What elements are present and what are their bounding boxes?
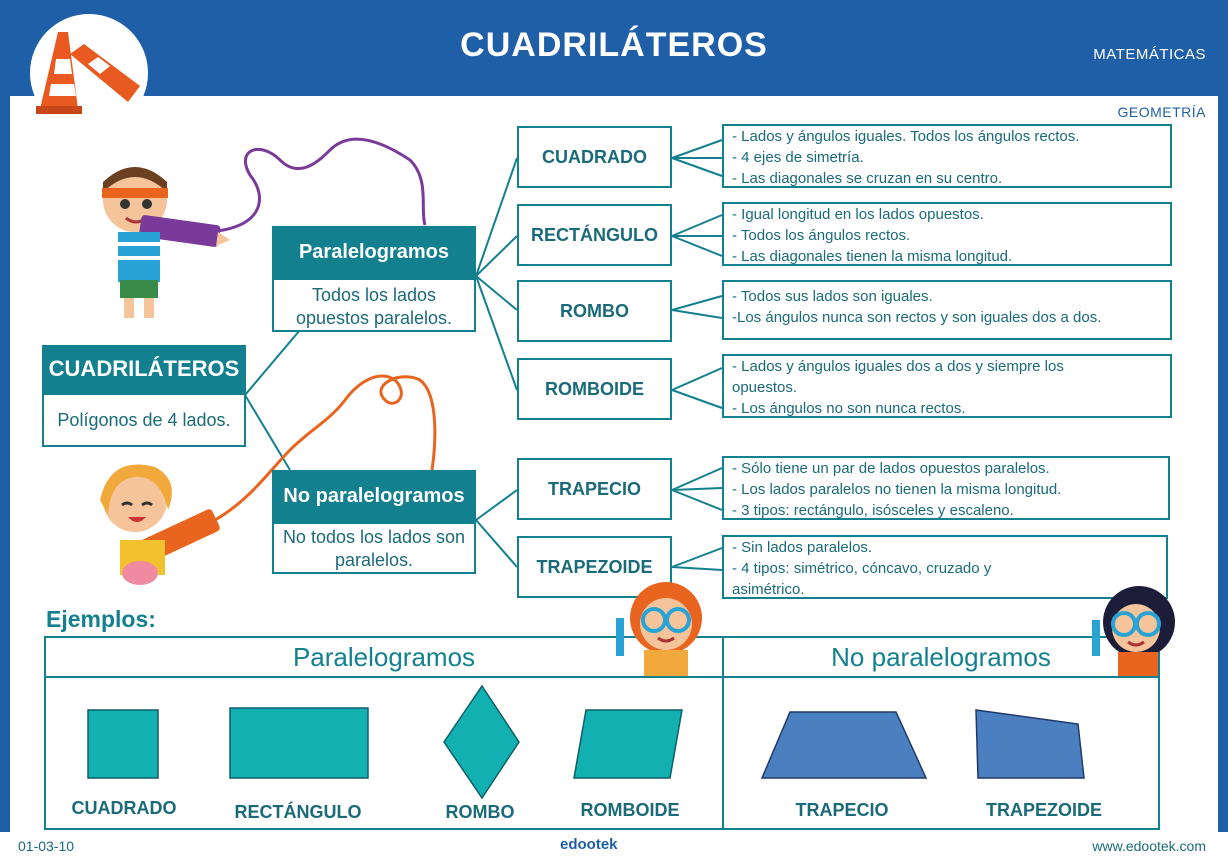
description-line: - Igual longitud en los lados opuestos. — [732, 206, 984, 223]
examples-heading: Ejemplos: — [46, 606, 156, 632]
label-trapezoide: TRAPEZOIDE — [985, 800, 1102, 820]
group-no-paralelogramos-title: No paralelogramos — [272, 470, 476, 522]
root-title: CUADRILÁTEROS — [42, 345, 246, 393]
label-cuadrado: CUADRADO — [71, 798, 177, 818]
shape-trapecio — [760, 711, 928, 779]
description-rombo: - Todos sus lados son iguales. -Los ángu… — [722, 280, 1172, 340]
shape-trapezoide — [975, 709, 1085, 779]
example-shapes — [87, 684, 1085, 800]
boy-with-pencil-illustration — [102, 167, 230, 318]
description-line: - Todos sus lados son iguales. — [732, 288, 933, 305]
type-rombo: ROMBO — [517, 280, 672, 342]
shape-romboide — [573, 709, 683, 779]
description-line: - Los lados paralelos no tienen la misma… — [732, 481, 1062, 498]
description-line: - Lados y ángulos iguales dos a dos y si… — [732, 358, 1064, 375]
type-rectangulo: RECTÁNGULO — [517, 204, 672, 266]
shape-rombo — [443, 684, 520, 800]
description-line: - Las diagonales tienen la misma longitu… — [732, 248, 1013, 265]
brand-logo: edootek — [560, 836, 618, 853]
label-rombo: ROMBO — [445, 802, 515, 822]
page-title: CUADRILÁTEROS — [460, 26, 768, 64]
description-trapecio: - Sólo tiene un par de lados opuestos pa… — [722, 456, 1170, 520]
girl-with-pencil-illustration — [100, 464, 220, 585]
group-paralelogramos-description: Todos los lados opuestos paralelos. — [272, 278, 476, 332]
description-line: - 4 ejes de simetría. — [732, 149, 864, 166]
logo-badge — [30, 14, 148, 132]
description-line: - Todos los ángulos rectos. — [732, 227, 911, 244]
topic-label: GEOMETRÍA — [1117, 104, 1206, 120]
description-line: asimétrico. — [732, 581, 805, 598]
description-line: opuestos. — [732, 379, 798, 396]
description-line: -Los ángulos nunca son rectos y son igua… — [732, 309, 1102, 326]
type-romboide: ROMBOIDE — [517, 358, 672, 420]
type-trapezoide: TRAPEZOIDE — [517, 536, 672, 598]
group-no-paralelogramos-description: No todos los lados son paralelos. — [272, 522, 476, 574]
description-cuadrado: - Lados y ángulos iguales. Todos los áng… — [722, 124, 1172, 188]
girl-with-glasses-illustration — [1092, 586, 1175, 676]
website-link[interactable]: www.edootek.com — [1092, 838, 1206, 854]
description-rectangulo: - Igual longitud en los lados opuestos. … — [722, 202, 1172, 266]
description-line: - Lados y ángulos iguales. Todos los áng… — [732, 128, 1080, 145]
label-romboide: ROMBOIDE — [580, 800, 680, 820]
description-line: - Las diagonales se cruzan en su centro. — [732, 170, 1003, 187]
description-romboide: - Lados y ángulos iguales dos a dos y si… — [722, 354, 1172, 418]
description-line: - 3 tipos: rectángulo, isósceles y escal… — [732, 502, 1014, 519]
label-rectangulo: RECTÁNGULO — [234, 802, 362, 822]
subject-label: MATEMÁTICAS — [1093, 46, 1206, 63]
description-line: - Los ángulos no son nunca rectos. — [732, 400, 966, 417]
type-trapecio: TRAPECIO — [517, 458, 672, 520]
traffic-cone-icon — [36, 32, 140, 114]
root-description: Polígonos de 4 lados. — [42, 393, 246, 447]
description-trapezoide: - Sin lados paralelos. - 4 tipos: simétr… — [722, 535, 1168, 599]
description-line: - 4 tipos: simétrico, cóncavo, cruzado y — [732, 560, 992, 577]
sheet-code: 01-03-10 — [18, 838, 75, 854]
group-paralelogramos-title: Paralelogramos — [272, 226, 476, 278]
shape-rectangulo — [229, 707, 369, 779]
boy-with-glasses-illustration — [616, 582, 702, 676]
description-line: - Sin lados paralelos. — [732, 539, 873, 556]
label-trapecio: TRAPECIO — [795, 800, 889, 820]
type-cuadrado: CUADRADO — [517, 126, 672, 188]
shape-cuadrado — [87, 709, 159, 779]
footer-bar — [0, 832, 1228, 868]
description-line: - Sólo tiene un par de lados opuestos pa… — [732, 460, 1050, 477]
